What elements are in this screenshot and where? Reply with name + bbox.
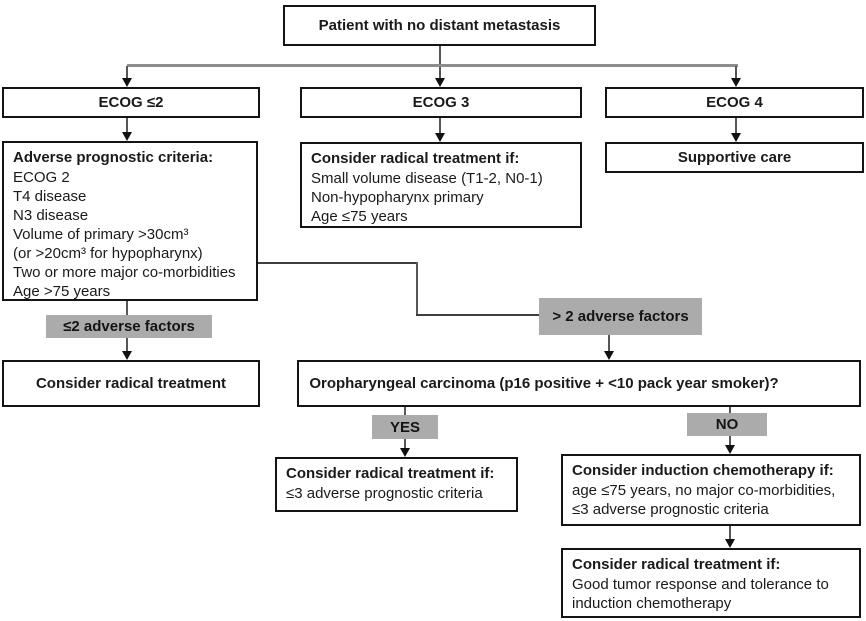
arrowhead-icon [725,445,735,454]
consider-radical-treatment-node: Consider radical treatment [2,360,260,407]
arrowhead-icon [122,78,132,87]
arrowhead-icon [435,133,445,142]
final-radical-treatment-node: Consider radical treatment if: Good tumo… [561,548,861,618]
criteria-line: Good tumor response and tolerance to [572,576,829,593]
criteria-line: induction chemotherapy [572,595,732,612]
node-title: Consider radical treatment if: [572,556,781,573]
node-title: Consider radical treatment if: [286,465,495,482]
criteria-line: T4 disease [13,188,87,205]
yes-label: YES [372,415,438,439]
criteria-line: Volume of primary >30cm³ [13,226,189,243]
ecog-4-node: ECOG 4 [605,87,864,118]
arrowhead-icon [400,448,410,457]
arrowhead-icon [122,351,132,360]
criteria-line: N3 disease [13,207,89,224]
node-title: Consider induction chemotherapy if: [572,462,834,479]
connector-line [439,118,441,134]
connector-line [416,314,541,316]
criteria-line: ≤3 adverse prognostic criteria [286,485,483,502]
connector-line [729,526,731,540]
oropharyngeal-question-node: Oropharyngeal carcinoma (p16 positive + … [297,360,861,407]
connector-line [126,118,128,133]
node-title: Adverse prognostic criteria: [13,149,214,166]
connector-line [126,66,128,79]
arrowhead-icon [435,78,445,87]
arrowhead-icon [725,539,735,548]
patient-node: Patient with no distant metastasis [283,5,596,46]
adverse-criteria-node: Adverse prognostic criteria: ECOG 2 T4 d… [2,141,258,301]
node-title: ECOG 4 [706,94,763,111]
node-title: Consider radical treatment if: [311,150,520,167]
criteria-line: ECOG 2 [13,169,70,186]
connector-line [258,262,418,264]
arrowhead-icon [731,133,741,142]
criteria-line: Age ≤75 years [311,208,408,225]
ecog-le2-node: ECOG ≤2 [2,87,260,118]
le2-adverse-factors-label: ≤2 adverse factors [46,315,212,338]
no-label: NO [687,413,767,436]
connector-line [735,66,737,79]
criteria-line: Small volume disease (T1-2, N0-1) [311,170,543,187]
criteria-line: ≤3 adverse prognostic criteria [572,501,769,518]
criteria-line: Non-hypopharynx primary [311,189,484,206]
arrowhead-icon [731,78,741,87]
criteria-line: age ≤75 years, no major co-morbidities, [572,482,836,499]
criteria-line: Age >75 years [13,283,111,300]
connector-line [127,64,738,67]
connector-line [608,335,610,352]
node-title: ECOG ≤2 [98,94,164,111]
ecog-3-node: ECOG 3 [300,87,582,118]
node-title: Patient with no distant metastasis [318,17,561,34]
connector-line [439,46,441,79]
supportive-care-node: Supportive care [605,142,864,173]
connector-line [416,262,418,316]
induction-chemotherapy-node: Consider induction chemotherapy if: age … [561,454,861,526]
node-title: Oropharyngeal carcinoma (p16 positive + … [309,375,779,392]
connector-line [735,118,737,134]
node-title: Supportive care [677,149,792,166]
criteria-line: (or >20cm³ for hypopharynx) [13,245,203,262]
arrowhead-icon [604,351,614,360]
yes-result-node: Consider radical treatment if: ≤3 advers… [275,457,518,512]
arrowhead-icon [122,132,132,141]
gt2-adverse-factors-label: > 2 adverse factors [539,298,702,335]
node-title: Consider radical treatment [35,375,227,392]
node-title: ECOG 3 [412,94,470,111]
ecog3-radical-treatment-node: Consider radical treatment if: Small vol… [300,142,582,228]
criteria-line: Two or more major co-morbidities [13,264,236,281]
